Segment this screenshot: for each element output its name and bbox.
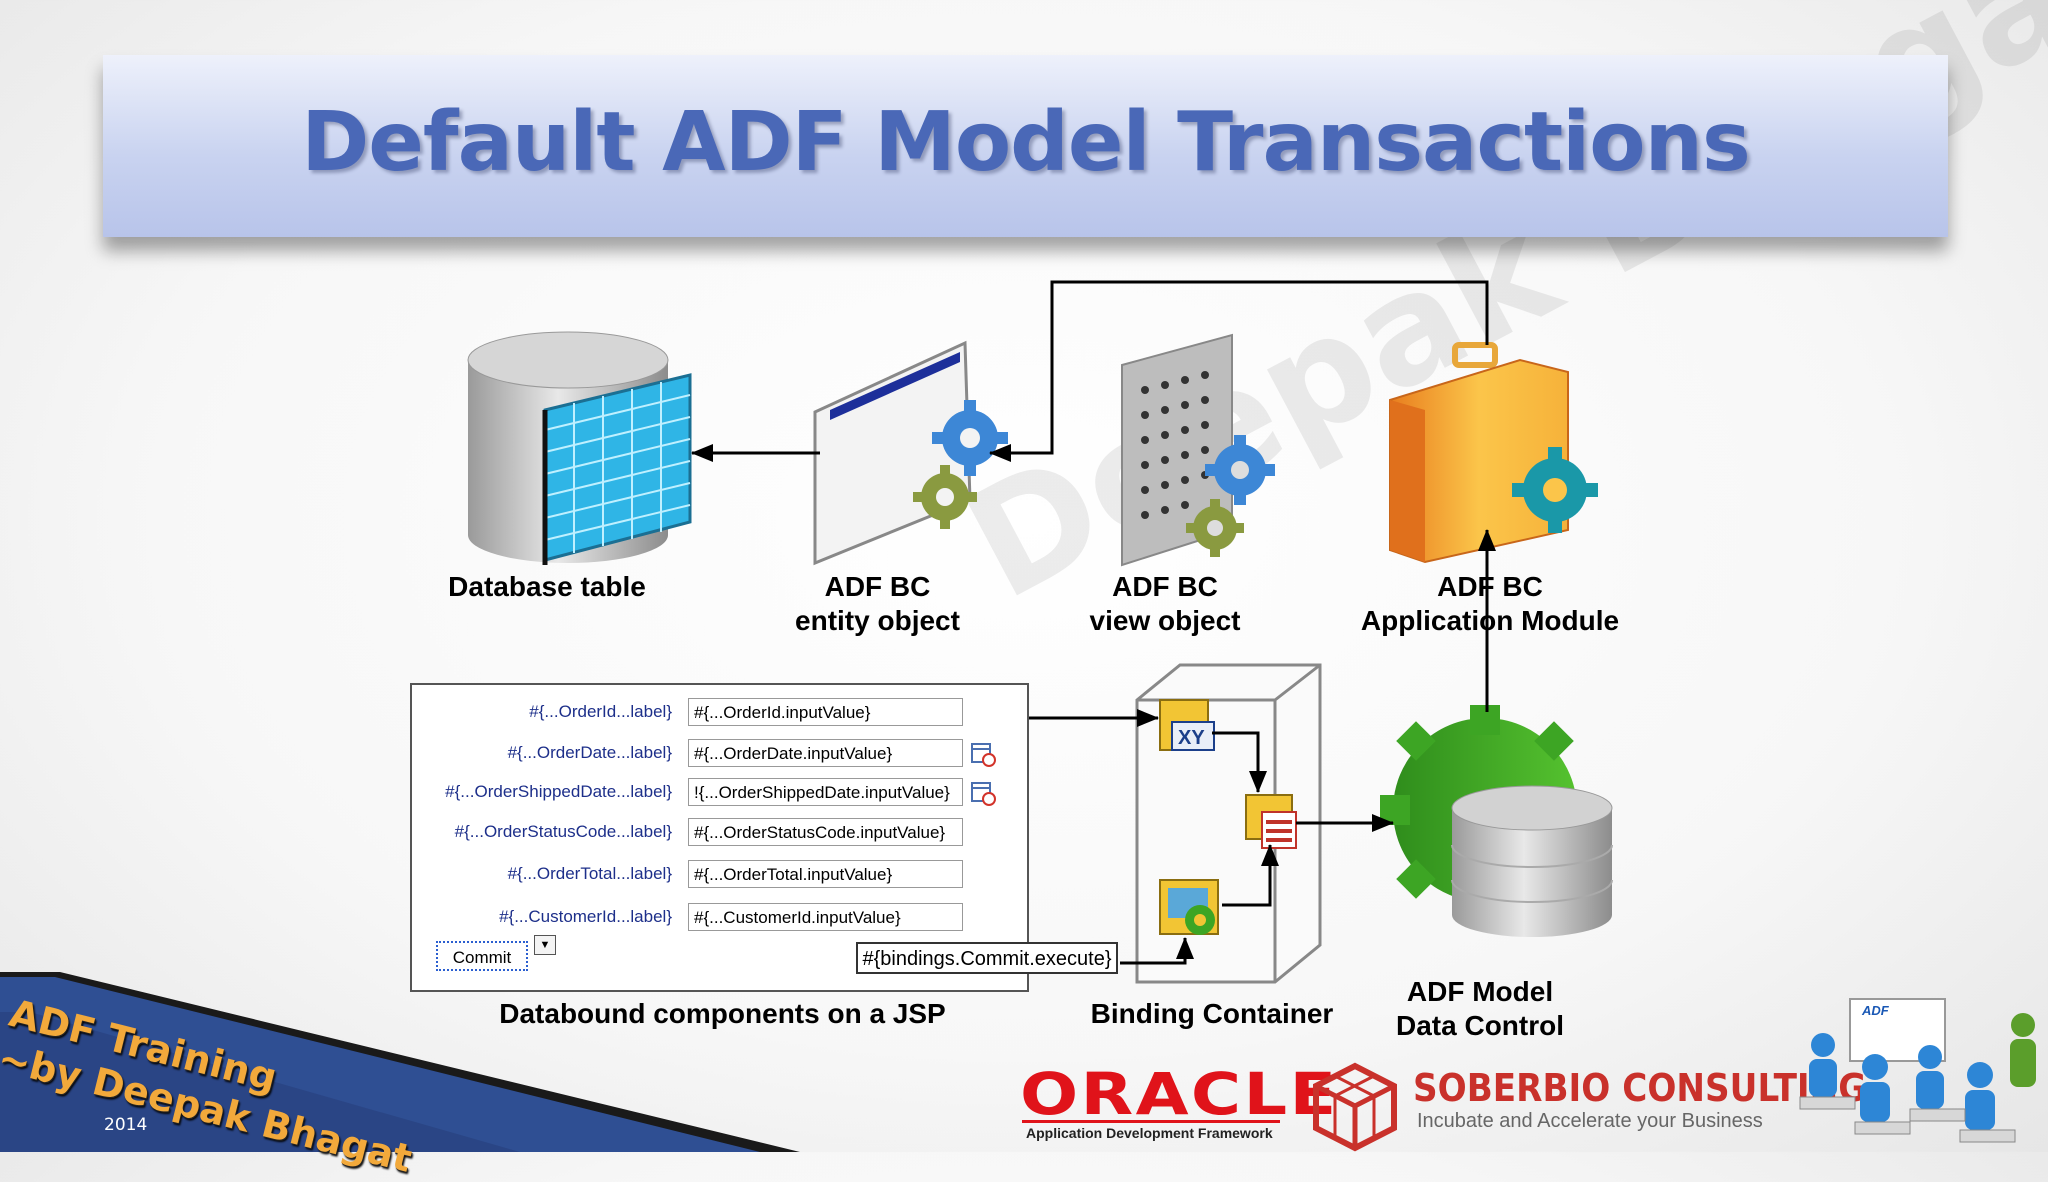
calendar-icon[interactable] [970,741,996,767]
form-row-order-status-code: #{...OrderStatusCode...label} #{...Order… [412,818,1027,848]
label-application-module-line2: Application Module [1360,605,1620,636]
binding-xy-icon: XY [1159,699,1215,751]
form-label: #{...OrderShippedDate...label} [445,782,672,801]
page-title: Default ADF Model Transactions [301,95,1751,190]
order-status-code-field[interactable]: #{...OrderStatusCode.inputValue} [688,818,963,846]
label-view-object: ADF BC view object [1050,570,1280,638]
oracle-logo: ORACLE [1020,1060,1339,1128]
adf-badge: ADF [1862,1003,1889,1018]
oracle-tagline: Application Development Framework [1026,1125,1273,1141]
order-date-field[interactable]: #{...OrderDate.inputValue} [688,739,963,767]
trainer-year: 2014 [104,1115,148,1135]
label-database-table: Database table [448,571,646,602]
commit-button[interactable]: Commit [436,941,528,971]
binding-action-icon [1159,879,1219,935]
arrow-xy-to-list [1212,731,1267,793]
oracle-underline [1022,1120,1280,1123]
commit-binding-expression: #{bindings.Commit.execute} [856,942,1118,974]
customer-id-field[interactable]: #{...CustomerId.inputValue} [688,903,963,931]
form-row-order-shipped-date: #{...OrderShippedDate...label} !{...Orde… [412,778,1027,808]
label-application-module: ADF BC Application Module [1340,570,1640,638]
order-total-field[interactable]: #{...OrderTotal.inputValue} [688,860,963,888]
cube-logo-icon [1313,1062,1397,1152]
label-binding-container: Binding Container [1090,998,1334,1029]
view-object-icon [1121,333,1275,567]
label-view-object-line1: ADF BC [1112,571,1218,602]
order-shipped-date-field[interactable]: !{...OrderShippedDate.inputValue} [688,778,963,806]
label-data-control-line2: Data Control [1396,1010,1564,1041]
order-id-field[interactable]: #{...OrderId.inputValue} [688,698,963,726]
form-label: #{...OrderId...label} [529,702,672,721]
company-name: SOBERBIO CONSULTING [1413,1066,1867,1110]
briefcase-icon [1389,342,1598,564]
label-entity-object-line1: ADF BC [824,571,931,602]
label-entity-object-line2: entity object [795,605,960,636]
form-row-customer-id: #{...CustomerId...label} #{...CustomerId… [412,903,1027,933]
form-row-order-date: #{...OrderDate...label} #{...OrderDate.i… [412,739,1027,769]
form-row-order-total: #{...OrderTotal...label} #{...OrderTotal… [412,860,1027,890]
label-entity-object: ADF BC entity object [760,570,995,638]
label-application-module-line1: ADF BC [1437,571,1543,602]
form-label: #{...OrderStatusCode...label} [454,822,672,841]
form-row-order-id: #{...OrderId...label} #{...OrderId.input… [412,698,1027,728]
label-data-control: ADF Model Data Control [1360,975,1600,1043]
label-data-control-line1: ADF Model [1406,976,1554,1007]
binding-list-icon [1245,794,1297,849]
arrow-action-to-list [1222,844,1279,907]
title-banner: Default ADF Model Transactions [103,55,1948,237]
people-icon [1799,998,2036,1143]
form-label: #{...OrderTotal...label} [507,864,672,883]
form-label: #{...CustomerId...label} [499,907,672,926]
chevron-down-icon[interactable]: ▼ [534,935,556,955]
jsp-form: #{...OrderId...label} #{...OrderId.input… [410,683,1029,992]
data-control-icon [1380,705,1613,937]
arrow-am-to-eo [989,280,1489,462]
label-view-object-line2: view object [1089,605,1241,636]
label-jsp-caption: Databound components on a JSP [499,998,946,1029]
svg-text:XY: XY [1178,727,1205,749]
calendar-icon[interactable] [970,780,996,806]
trainer-ribbon [0,972,800,1152]
company-tagline: Incubate and Accelerate your Business [1417,1110,1763,1132]
database-icon [467,331,692,565]
form-label: #{...OrderDate...label} [507,743,672,762]
entity-object-icon [813,340,1008,566]
arrow-binding-to-action [1120,937,1194,965]
diagram: XY [467,280,1613,984]
